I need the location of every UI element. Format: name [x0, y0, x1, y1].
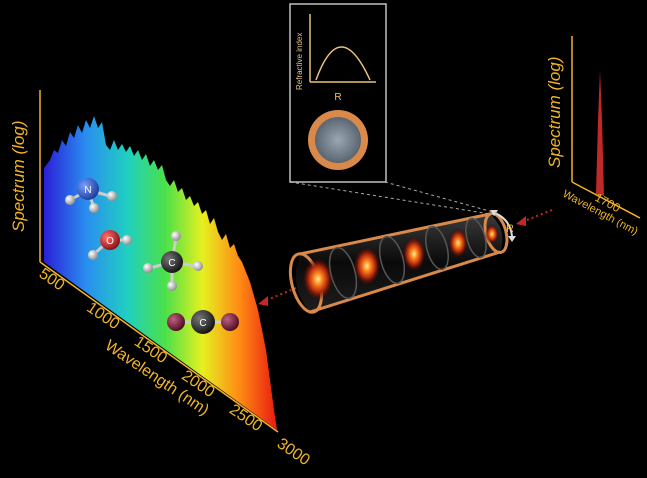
svg-text:C: C [199, 318, 206, 329]
pulse-train [302, 217, 499, 301]
svg-text:N: N [84, 185, 91, 196]
svg-text:C: C [168, 258, 175, 269]
left-x-tick-label: 3000 [274, 435, 313, 469]
left-y-axis-title: Spectrum (log) [9, 121, 28, 232]
left-axes [39, 90, 279, 433]
fiber-core [315, 117, 361, 163]
zoom-lines [289, 181, 501, 215]
input-arrow [516, 209, 553, 226]
molecule-ch4: C [143, 231, 203, 291]
inset-radius-label: R [334, 92, 341, 103]
right-y-axis-title: Spectrum (log) [545, 57, 564, 168]
molecule-nh3: N [65, 178, 117, 213]
output-arrow [258, 287, 297, 306]
optical-fiber: R [288, 210, 516, 314]
fiber-radius-label: R [506, 223, 514, 235]
molecule-co2: C [167, 310, 239, 334]
refractive-index-profile [315, 46, 371, 81]
svg-text:O: O [106, 236, 114, 247]
inset-y-label: Refractive index [295, 33, 304, 90]
molecule-h2o: O [88, 230, 132, 260]
cross-section-inset: Refractive index R [289, 3, 387, 183]
pump-peak [596, 70, 604, 196]
pump-spectrum [571, 36, 641, 219]
